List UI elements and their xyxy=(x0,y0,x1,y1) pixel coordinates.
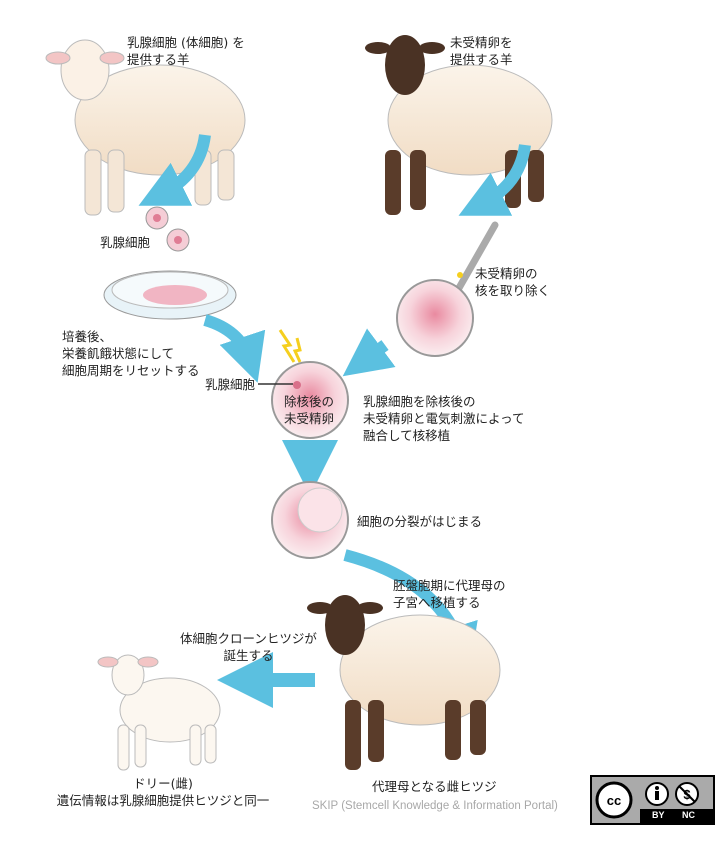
label-line: 未受精卵と電気刺激によって xyxy=(363,411,525,426)
label-line: ドリー(雌) xyxy=(133,776,193,791)
dolly-lamb xyxy=(97,654,221,771)
donor-sheep xyxy=(45,39,246,216)
label-line: 未受精卵 xyxy=(284,411,335,426)
arrow-donor-to-cells xyxy=(138,134,211,206)
label-line: 未受精卵を xyxy=(450,35,513,50)
fusion-cell-icon xyxy=(258,361,349,439)
cc-license-badge[interactable]: cc $ BY NC xyxy=(590,775,715,825)
arrow-egg-to-fusion xyxy=(342,328,396,377)
label-line: 提供する羊 xyxy=(450,52,513,67)
arrow-sheep-to-egg xyxy=(458,144,531,216)
label-line: 子宮へ移植する xyxy=(393,595,481,610)
mammary-cells-icon xyxy=(145,206,190,252)
credit-text: SKIP (Stemcell Knowledge & Information P… xyxy=(312,800,558,812)
culture-label: 培養後、栄養飢餓状態にして細胞周期をリセットする xyxy=(62,328,200,379)
label-line: 核を取り除く xyxy=(475,283,551,298)
cc-icon xyxy=(595,781,633,819)
label-line: 提供する羊 xyxy=(127,52,190,67)
surrogate-label: 代理母となる雌ヒツジ xyxy=(372,779,497,794)
dividing-cell-icon xyxy=(271,481,349,559)
label-line: 除核後の xyxy=(284,394,335,409)
svg-text:cc: cc xyxy=(607,793,621,808)
arrow-dish-to-fusion xyxy=(203,314,266,383)
label-line: 体細胞クローンヒツジが xyxy=(180,631,317,646)
donor-sheep-label: 乳腺細胞 (体細胞) を提供する羊 xyxy=(127,34,245,68)
fusion-label: 乳腺細胞を除核後の未受精卵と電気刺激によって融合して核移植 xyxy=(363,393,525,444)
cc-icons: cc $ xyxy=(595,781,699,819)
label-line: 未受精卵の xyxy=(475,266,538,281)
petri-dish-icon xyxy=(103,270,237,320)
enucleated-egg-label: 除核後の未受精卵 xyxy=(284,393,334,427)
pipette-icon xyxy=(451,221,499,299)
label-line: 誕生する xyxy=(223,648,274,663)
egg-sheep-label: 未受精卵を提供する羊 xyxy=(450,34,513,68)
label-line: 胚盤胞期に代理母の xyxy=(393,578,506,593)
mammary-cells-label: 乳腺細胞 xyxy=(100,235,151,250)
label-line: 遺伝情報は乳腺細胞提供ヒツジと同一 xyxy=(56,793,270,808)
license-by: BY xyxy=(652,810,665,820)
label-line: 融合して核移植 xyxy=(363,428,451,443)
surrogate-sheep xyxy=(307,595,501,770)
license-bar: BY NC xyxy=(640,809,713,823)
label-line: 乳腺細胞 (体細胞) を xyxy=(127,35,245,50)
clone-born-label: 体細胞クローンヒツジが誕生する xyxy=(180,630,317,664)
label-line: 栄養飢餓状態にして xyxy=(62,346,175,361)
remove-nucleus-label: 未受精卵の核を取り除く xyxy=(475,265,550,299)
electric-bolt-icon xyxy=(278,329,302,363)
label-line: 細胞周期をリセットする xyxy=(62,363,200,378)
mammary-cell-pointer-label: 乳腺細胞 xyxy=(205,377,256,392)
unfertilized-egg-icon xyxy=(396,279,474,357)
division-label: 細胞の分裂がはじまる xyxy=(357,514,483,529)
transfer-label: 胚盤胞期に代理母の子宮へ移植する xyxy=(393,577,506,611)
dolly-label: ドリー(雌) 遺伝情報は乳腺細胞提供ヒツジと同一 xyxy=(48,775,278,809)
license-nc: NC xyxy=(682,810,695,820)
label-line: 培養後、 xyxy=(62,329,113,344)
label-line: 乳腺細胞を除核後の xyxy=(363,394,476,409)
